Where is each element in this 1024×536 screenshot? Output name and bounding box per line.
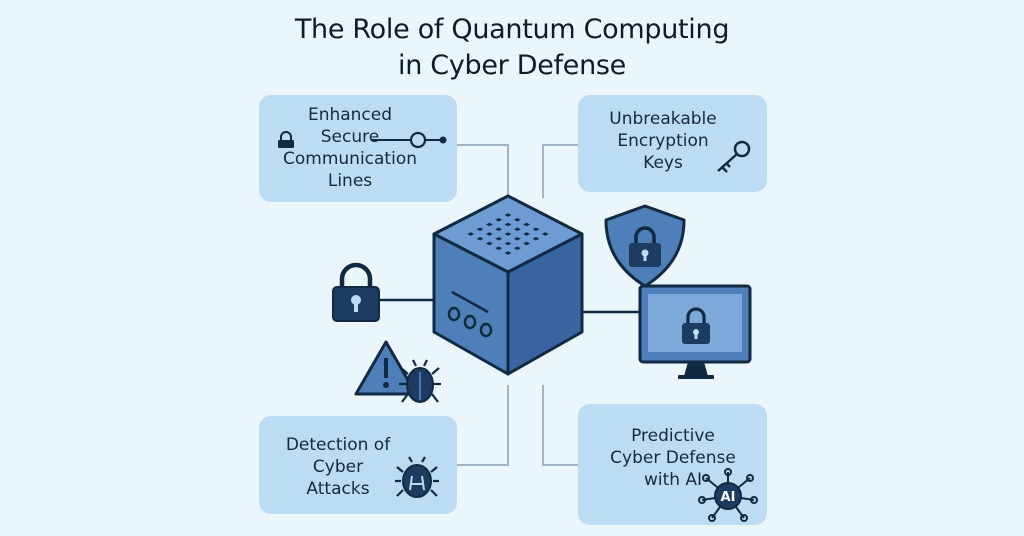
card-line: Communication (283, 149, 417, 169)
warning-bug-icon (354, 340, 441, 403)
shield-lock-icon (604, 204, 686, 288)
card-line: Enhanced (307, 105, 393, 125)
card-encryption-keys-text: Unbreakable Encryption Keys (588, 108, 738, 174)
diagram-title: The Role of Quantum Computing in Cyber D… (0, 12, 1024, 84)
card-line: Encryption (617, 131, 709, 151)
card-detection-attacks-text: Detection of Cyber Attacks (273, 434, 403, 500)
card-detection-attacks: Detection of Cyber Attacks (259, 416, 457, 514)
chip-cell (532, 227, 540, 231)
monitor-lock-icon (638, 284, 752, 379)
card-predictive-defense: Predictive Cyber Defense with AI AI (578, 404, 767, 525)
card-encryption-keys: Unbreakable Encryption Keys (578, 95, 767, 192)
card-secure-communication-text: Enhanced Secure Communication Lines (275, 104, 425, 192)
card-line: Secure (320, 127, 380, 147)
chip-cell (523, 232, 530, 236)
card-secure-communication: Enhanced Secure Communication Lines (259, 95, 457, 202)
padlock-icon (332, 262, 380, 322)
chip-cell (513, 227, 521, 231)
card-line: Attacks (306, 479, 370, 499)
chip-cell (495, 246, 503, 250)
card-line: Detection of (285, 435, 391, 455)
card-line: Unbreakable (609, 109, 717, 129)
card-line: Lines (327, 171, 373, 191)
card-line: Cyber (312, 457, 364, 477)
chip-cell (486, 232, 493, 236)
bug-icon (395, 456, 439, 498)
chip-cell (486, 241, 493, 246)
chip-cell (467, 232, 475, 236)
quantum-computer-icon (432, 194, 584, 376)
title-line-2: in Cyber Defense (398, 50, 626, 81)
chip-cell (495, 237, 503, 241)
chip-cell (532, 237, 540, 241)
chip-cell (523, 241, 530, 246)
chip-cell (513, 237, 521, 241)
card-line: Cyber Defense (610, 448, 736, 468)
connection-node-icon (371, 131, 447, 149)
chip-cell (476, 237, 484, 241)
lock-icon (278, 131, 294, 148)
title-line-1: The Role of Quantum Computing (294, 14, 730, 45)
chip-cell (476, 227, 484, 231)
chip-cell (495, 218, 503, 222)
chip-cell (495, 227, 503, 231)
chip-cell (513, 218, 521, 222)
connector-bottom-right (542, 385, 578, 466)
connector-bottom-left (457, 385, 509, 466)
chip-cell (513, 246, 521, 250)
chip-cell (541, 232, 549, 236)
card-line: with AI (643, 470, 703, 490)
chip-cell (486, 222, 493, 227)
connector-top-right (542, 144, 578, 198)
card-line: Keys (643, 153, 683, 173)
chip-cell (523, 222, 530, 227)
connector-top-left (457, 144, 509, 198)
card-line: Predictive (631, 426, 715, 446)
card-predictive-defense-text: Predictive Cyber Defense with AI (598, 425, 748, 491)
ai-badge-label: AI (721, 490, 736, 505)
ai-network-icon: AI (698, 468, 758, 522)
key-icon (717, 140, 751, 173)
